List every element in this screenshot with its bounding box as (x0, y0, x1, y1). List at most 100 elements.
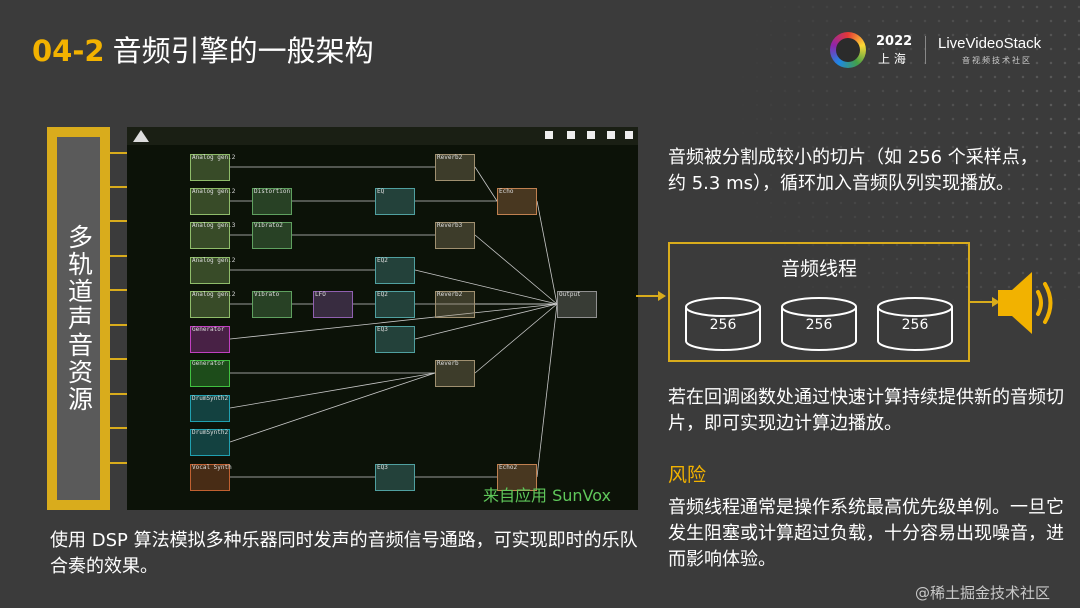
daw-connection (536, 200, 558, 305)
slide-heading: 音频引擎的一般架构 (112, 34, 374, 68)
daw-module-label: LFO (315, 291, 326, 298)
daw-module-label: Distortion (254, 188, 291, 195)
daw-connection (229, 303, 558, 340)
daw-module-label: Generator (192, 326, 225, 333)
daw-connection (229, 372, 436, 443)
daw-module-node: DrumSynth2 (190, 395, 230, 422)
daw-module-node: Reverb3 (435, 222, 475, 249)
daw-module-label: Reverb3 (437, 222, 463, 229)
daw-rec-icon (545, 131, 553, 139)
daw-module-node: EQ2 (375, 257, 415, 284)
daw-module-node: Reverb2 (435, 154, 475, 181)
daw-module-label: Generator (192, 360, 225, 367)
daw-module-label: EQ2 (377, 291, 388, 298)
daw-module-label: Analog gen.2 (192, 154, 236, 161)
daw-module-node: Reverb (435, 360, 475, 387)
risk-text: 音频线程通常是操作系统最高优先级单例。一旦它发生阻塞或计算超过负载，十分容易出现… (668, 497, 1064, 570)
buffer-cylinder-2 (781, 297, 857, 351)
daw-module-node: Analog gen.2 (190, 257, 235, 284)
daw-module-label: Vocal Synth (192, 464, 232, 471)
daw-module-node: Analog gen.2 (190, 154, 235, 181)
daw-module-label: EQ3 (377, 326, 388, 333)
audio-thread-box: 音频线程 256 256 256 (668, 242, 970, 362)
daw-module-node: EQ (375, 188, 415, 215)
audio-thread-title: 音频线程 (780, 258, 857, 280)
logo-subtitle: 音视频技术社区 (962, 56, 1032, 65)
daw-module-label: Analog gen.3 (192, 222, 236, 229)
daw-module-label: EQ (377, 188, 385, 195)
daw-module-label: EQ2 (377, 257, 388, 264)
daw-module-node: EQ2 (375, 291, 415, 318)
risk-heading: 风险 (668, 464, 707, 486)
daw-module-node: Reverb2 (435, 291, 475, 318)
daw-play-pattern-icon (587, 131, 595, 139)
buffer-cylinder-1 (685, 297, 761, 351)
daw-module-node: LFO (313, 291, 353, 318)
daw-connections (229, 166, 558, 478)
daw-module-label: Reverb2 (437, 154, 463, 161)
daw-connection (414, 303, 558, 340)
daw-module-label: DrumSynth2 (192, 395, 229, 402)
audio-source-label: 多轨道声音资源 (64, 224, 94, 413)
daw-connection (474, 303, 558, 374)
logo-city: 上 海 (878, 52, 906, 66)
audio-source-box: 多轨道声音资源 (47, 127, 110, 510)
logo-divider (925, 36, 926, 64)
daw-module-node: Generator (190, 326, 230, 353)
daw-logo-icon (133, 130, 149, 142)
daw-toolbar (127, 127, 638, 145)
daw-module-node: Generator (190, 360, 230, 387)
daw-module-label: Analog gen.2 (192, 291, 236, 298)
daw-module-label: Vibrato (254, 291, 280, 298)
arrow-to-speaker (970, 297, 1000, 307)
arrow-to-thread (636, 291, 666, 301)
daw-play-icon (567, 131, 575, 139)
daw-module-label: Analog gen.2 (192, 257, 236, 264)
daw-module-label: DrumSynth2 (192, 429, 229, 436)
daw-module-label: Analog gen.2 (192, 188, 236, 195)
buffer-label-3: 256 (901, 317, 929, 333)
conference-logo-icon (830, 32, 866, 68)
daw-module-label: Echo (499, 188, 514, 195)
daw-stop-icon (625, 131, 633, 139)
daw-module-node: Output (557, 291, 597, 318)
daw-module-node: Vibrato2 (252, 222, 292, 249)
buffer-cylinder-3 (877, 297, 953, 351)
daw-module-node: Echo2 (497, 464, 537, 491)
daw-play-loop-icon (607, 131, 615, 139)
daw-connection (414, 269, 558, 305)
audio-source-inner: 多轨道声音资源 (57, 137, 100, 500)
description-top: 音频被分割成较小的切片（如 256 个采样点，约 5.3 ms），循环加入音频队… (668, 147, 1038, 194)
slide-number: 04-2 (32, 34, 105, 68)
daw-module-node: Analog gen.3 (190, 222, 235, 249)
daw-module-node: Vocal Synth (190, 464, 232, 491)
daw-module-node: Distortion (252, 188, 292, 215)
daw-module-node: Echo (497, 188, 537, 215)
daw-module-node: DrumSynth2 (190, 429, 230, 456)
daw-connection (474, 166, 498, 202)
daw-module-label: Vibrato2 (254, 222, 283, 229)
daw-module-node: Analog gen.2 (190, 291, 235, 318)
daw-module-node: EQ3 (375, 326, 415, 353)
description-bottom: 使用 DSP 算法模拟多种乐器同时发声的音频信号通路，可实现即时的乐队合奏的效果… (50, 530, 638, 577)
daw-connection (536, 303, 558, 478)
daw-connection (229, 372, 436, 409)
logo-name: LiveVideoStack (938, 35, 1042, 52)
daw-module-node: Vibrato (252, 291, 292, 318)
speaker-icon (998, 272, 1053, 334)
daw-module-node: EQ3 (375, 464, 415, 491)
buffer-label-1: 256 (709, 317, 737, 333)
watermark: @稀土掘金技术社区 (915, 584, 1051, 602)
daw-module-label: Reverb2 (437, 291, 463, 298)
daw-caption: 来自应用 SunVox (483, 486, 611, 505)
daw-module-label: EQ3 (377, 464, 388, 471)
daw-connection (474, 234, 558, 305)
daw-module-label: Echo2 (499, 464, 518, 471)
buffer-label-2: 256 (805, 317, 833, 333)
logo-year: 2022 (876, 34, 913, 49)
daw-module-node: Analog gen.2 (190, 188, 235, 215)
daw-module-label: Reverb (437, 360, 459, 367)
description-mid: 若在回调函数处通过快速计算持续提供新的音频切片，即可实现边计算边播放。 (668, 387, 1064, 434)
